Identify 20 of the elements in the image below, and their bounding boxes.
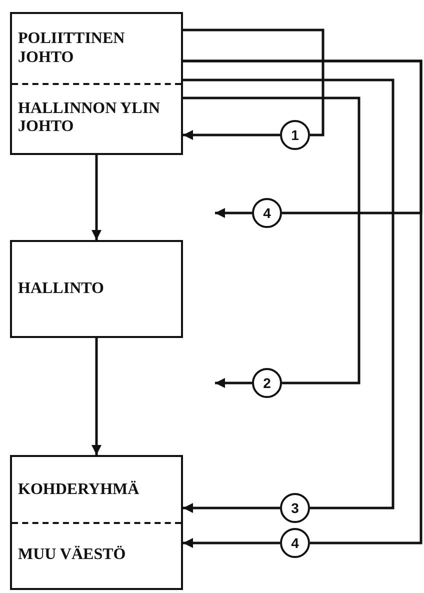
number-circle: 4 bbox=[280, 528, 310, 558]
number-circle: 4 bbox=[252, 198, 282, 228]
connector-arrow bbox=[215, 378, 252, 388]
process-box bbox=[10, 455, 183, 590]
number-circle: 1 bbox=[280, 120, 310, 150]
connector-arrow bbox=[92, 155, 102, 240]
box-label: MUU VÄESTÖ bbox=[18, 546, 126, 564]
box-label: POLIITTINEN JOHTO bbox=[18, 30, 126, 68]
connector-arrow bbox=[215, 208, 252, 218]
box-label: HALLINTO bbox=[18, 280, 104, 298]
process-box bbox=[10, 12, 183, 155]
number-circle: 2 bbox=[252, 368, 282, 398]
box-label: KOHDERYHMÄ bbox=[18, 480, 140, 499]
connector-arrow bbox=[92, 338, 102, 455]
connector-arrow bbox=[183, 538, 280, 548]
connector-arrow bbox=[183, 503, 280, 513]
number-circle: 3 bbox=[280, 493, 310, 523]
connector-arrow bbox=[183, 130, 280, 140]
box-label: HALLINNON YLIN JOHTO bbox=[18, 100, 162, 137]
process-box bbox=[10, 240, 183, 338]
